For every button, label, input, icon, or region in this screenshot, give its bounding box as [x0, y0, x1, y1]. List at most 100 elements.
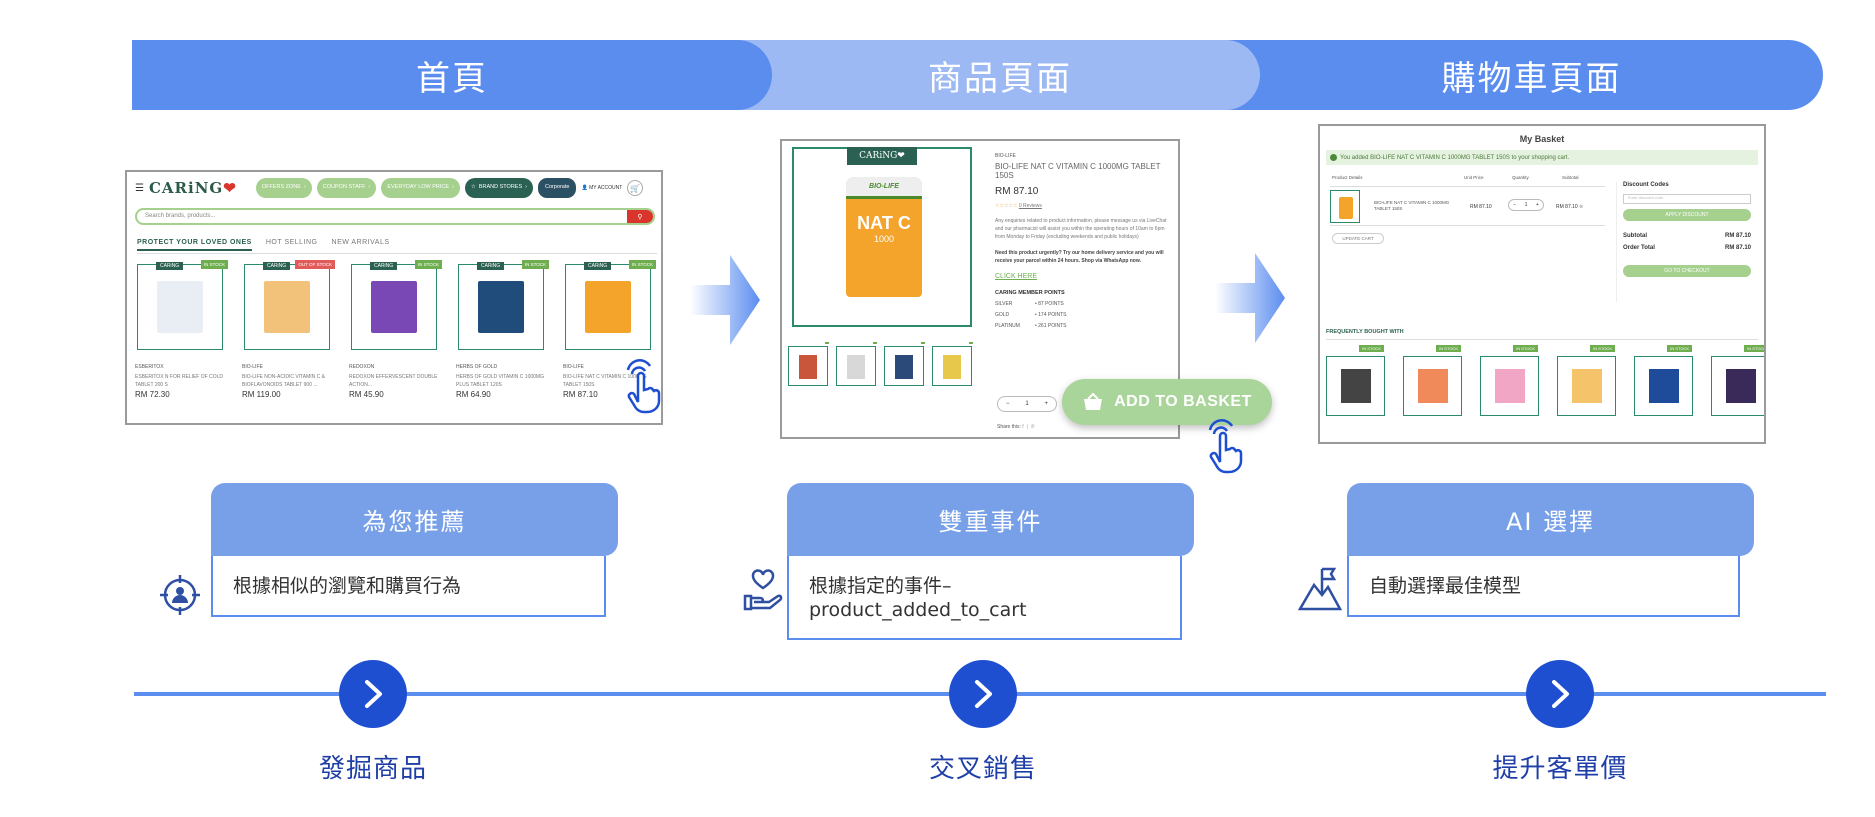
cart-item-row: BIO-LIFE NAT C VITAMIN C 1000MG TABLET 1…: [1330, 186, 1605, 226]
nav-pill-everyday[interactable]: EVERYDAY LOW PRICE ›: [381, 178, 460, 198]
related-product-box: [1571, 369, 1602, 403]
cart-title: My Basket: [1519, 134, 1565, 144]
banner-stage-home: 首頁: [132, 40, 772, 110]
product-name[interactable]: BIO-LIFE NAT C VITAMIN C 1000MG TABLET 1…: [563, 374, 647, 388]
urgent-note: Need this product urgently? Try our home…: [995, 250, 1164, 264]
mountain-flag-icon: [1298, 567, 1342, 611]
product-description: Any enquiries related to product informa…: [995, 218, 1167, 240]
cart-table-header: Product Details Unit Price Quantity Subt…: [1332, 175, 1579, 180]
step-chevron-button[interactable]: [339, 660, 407, 728]
caring-logo: CARiNG: [156, 262, 184, 270]
flow-arrow-icon: [690, 255, 760, 345]
add-to-basket-button[interactable]: ADD TO BASKET: [1062, 379, 1272, 425]
cart-item-unit-price: RM 87.10: [1470, 204, 1492, 210]
related-product-card[interactable]: IN STOCK: [1557, 345, 1616, 416]
stock-badge: IN STOCK: [628, 260, 656, 269]
tab-hot-selling[interactable]: HOT SELLING: [265, 239, 318, 246]
cart-quantity-stepper[interactable]: −1+: [1508, 199, 1544, 211]
stock-badge: IN STOCK: [1744, 345, 1764, 352]
thumbnail-box: [799, 355, 817, 379]
product-name[interactable]: ESBERITOX N FOR RELIEF OF COLD TABLET 20…: [135, 374, 223, 388]
card-dual-event-title: 雙重事件: [787, 483, 1194, 556]
home-search-bar[interactable]: Search brands, products... ⚲: [135, 208, 655, 225]
menu-icon[interactable]: ☰: [135, 182, 144, 194]
frequently-bought-title: FREQUENTLY BOUGHT WITH: [1326, 329, 1404, 335]
update-cart-button[interactable]: UPDATE CART: [1332, 233, 1384, 244]
related-product-box: [1648, 369, 1679, 403]
card-recommend-title: 為您推薦: [211, 483, 618, 556]
step-label-cross-sell: 交叉銷售: [928, 754, 1037, 784]
related-product-card[interactable]: IN STOCK: [1634, 345, 1693, 416]
stock-badge: [873, 342, 877, 344]
caring-logo[interactable]: CARiNG❤: [148, 179, 237, 197]
product-box: [157, 281, 203, 333]
discount-code-input[interactable]: Enter discount code: [1623, 194, 1751, 204]
member-points-title: CARING MEMBER POINTS: [995, 290, 1065, 296]
nav-pill-coupon[interactable]: COUPON STAFF ›: [316, 178, 377, 198]
flow-arrow-icon: [1215, 253, 1285, 343]
quantity-stepper[interactable]: −1+: [997, 396, 1057, 412]
checkout-button[interactable]: GO TO CHECKOUT: [1623, 265, 1751, 277]
click-here-link[interactable]: CLICK HERE: [995, 273, 1038, 280]
search-input[interactable]: Search brands, products...: [145, 213, 216, 219]
card-recommend-body: 根據相似的瀏覽和購買行為: [211, 556, 606, 617]
chevron-right-icon: [975, 680, 992, 708]
product-name[interactable]: BIO-LIFE NON-ACIDIC VITAMIN C & BIOFLAVO…: [242, 374, 325, 388]
corporate-button[interactable]: Corporate: [537, 178, 577, 198]
product-box: [371, 281, 417, 333]
search-icon[interactable]: ⚲: [627, 210, 653, 223]
nav-pill-offers[interactable]: OFFERS ZONE ›: [255, 178, 312, 198]
remove-icon[interactable]: ⊗: [1579, 204, 1584, 210]
related-thumbnail[interactable]: [884, 342, 925, 386]
member-points-row: PLATINUM• 261 POINTS: [995, 323, 1067, 329]
product-reviews[interactable]: ☆☆☆☆☆ 0 Reviews: [995, 203, 1042, 209]
product-brand: BIO-LIFE: [242, 364, 263, 370]
target-person-icon: [160, 575, 200, 615]
related-thumbnail[interactable]: [788, 342, 829, 386]
step-chevron-button[interactable]: [1526, 660, 1594, 728]
thumbnail-box: [943, 355, 961, 379]
related-product-card[interactable]: IN STOCK: [1480, 345, 1539, 416]
card-dual-event-body: 根據指定的事件–product_added_to_cart: [787, 556, 1182, 640]
product-price: RM 87.10: [995, 186, 1039, 197]
home-nav-bar: ☰ CARiNG❤ OFFERS ZONE › COUPON STAFF › E…: [127, 172, 661, 204]
nav-pill-brand-stores[interactable]: ☆ BRAND STORES ›: [464, 178, 533, 198]
apply-discount-button[interactable]: APPLY DISCOUNT: [1623, 209, 1751, 221]
related-product-box: [1417, 369, 1448, 403]
related-product-box: [1494, 369, 1525, 403]
step-label-discover: 發掘商品: [318, 754, 427, 784]
check-icon: [1330, 154, 1337, 161]
heart-icon: ❤: [223, 179, 237, 197]
card-ai-select-title: AI 選擇: [1347, 483, 1754, 556]
related-product-card[interactable]: IN STOCK: [1711, 345, 1764, 416]
step-chevron-button[interactable]: [949, 660, 1017, 728]
tab-new-arrivals[interactable]: NEW ARRIVALS: [331, 239, 390, 246]
product-name[interactable]: HERBS OF GOLD VITAMIN C 1000MG PLUS TABL…: [456, 374, 544, 388]
related-thumbnail[interactable]: [836, 342, 877, 386]
my-account-link[interactable]: 👤 MY ACCOUNT: [581, 185, 623, 191]
tab-protect[interactable]: PROTECT YOUR LOVED ONES: [137, 239, 252, 251]
cart-page-screenshot: My Basket You added BIO-LIFE NAT C VITAM…: [1318, 124, 1766, 444]
cart-item-name[interactable]: BIO-LIFE NAT C VITAMIN C 1000MG TABLET 1…: [1374, 200, 1450, 211]
product-brand: ESBERITOX: [135, 364, 164, 370]
stock-badge: IN STOCK: [1667, 345, 1692, 352]
related-products: IN STOCK IN STOCK IN STOCK IN STOCK IN STOCK…: [1326, 345, 1764, 416]
related-product-card[interactable]: IN STOCK: [1326, 345, 1385, 416]
related-product-card[interactable]: IN STOCK: [1403, 345, 1462, 416]
related-thumbnail[interactable]: [932, 342, 973, 386]
cart-icon[interactable]: 🛒: [627, 180, 644, 196]
product-box: [478, 281, 524, 333]
product-name[interactable]: REDOXON EFFERVESCENT DOUBLE ACTION...: [349, 374, 438, 388]
cart-item-image[interactable]: [1330, 190, 1360, 223]
